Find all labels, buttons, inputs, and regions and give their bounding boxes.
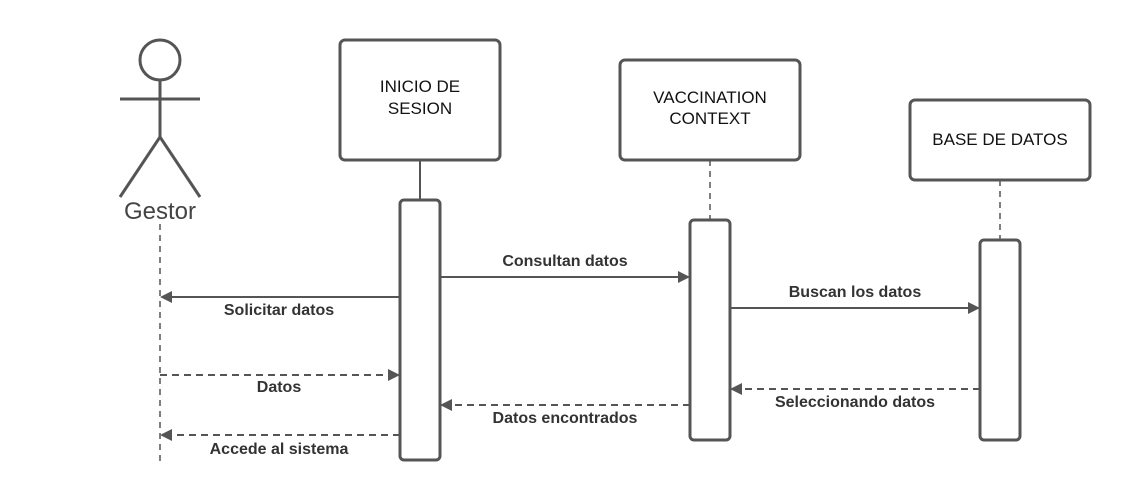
lifeline-label-inicio-line2: SESION [388, 99, 452, 118]
message-label-consultan-datos: Consultan datos [502, 253, 627, 270]
activation-inicio-sesion [398, 198, 442, 462]
lifeline-label-vaccination-line2: CONTEXT [669, 109, 750, 128]
lifeline-label-vaccination-line1: VACCINATION [653, 88, 767, 107]
message-label-buscan-los-datos: Buscan los datos [789, 284, 922, 301]
activation-vaccination-context [688, 218, 732, 442]
message-label-datos: Datos [257, 379, 302, 396]
message-label-seleccionando-datos: Seleccionando datos [775, 394, 935, 411]
lifeline-label-base-de-datos: BASE DE DATOS [932, 130, 1067, 149]
actor-label: Gestor [124, 198, 196, 225]
message-label-accede-al-sistema: Accede al sistema [210, 441, 349, 458]
actor-right-leg [158, 136, 202, 198]
activation-base-de-datos [978, 238, 1022, 442]
lifeline-label-inicio-line1: INICIO DE [380, 77, 460, 96]
message-label-solicitar-datos: Solicitar datos [224, 302, 334, 319]
actor-left-leg [118, 136, 162, 198]
actor-figure [118, 38, 202, 198]
actor-head [138, 38, 182, 82]
message-label-datos-encontrados: Datos encontrados [493, 410, 638, 427]
